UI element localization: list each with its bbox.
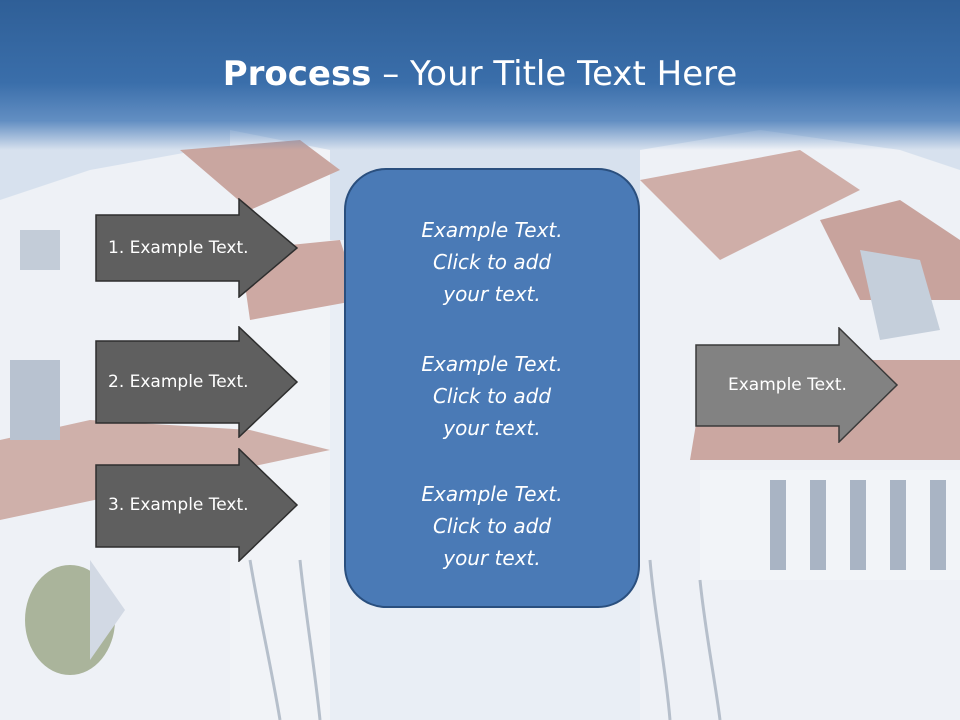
process-step-arrow-2: 2. Example Text.: [95, 326, 299, 438]
center-text-line: Example Text.: [421, 218, 563, 242]
center-text-line: your text.: [443, 546, 541, 570]
center-text-line: your text.: [443, 416, 541, 440]
arrow-label: Example Text.: [728, 375, 847, 395]
slide-title: Process – Your Title Text Here: [0, 52, 960, 96]
process-output-arrow: Example Text.: [695, 327, 899, 443]
arrow-shape: [95, 448, 299, 562]
center-text-block-3: Example Text. Click to add your text.: [346, 478, 638, 574]
center-text-block-2: Example Text. Click to add your text.: [346, 348, 638, 444]
center-text-line: Click to add: [432, 384, 552, 408]
center-text-line: Example Text.: [421, 482, 563, 506]
arrow-shape: [95, 198, 299, 298]
center-text-line: Example Text.: [421, 352, 563, 376]
process-step-arrow-1: 1. Example Text.: [95, 198, 299, 298]
arrow-label: 1. Example Text.: [108, 238, 249, 258]
center-text-line: Click to add: [432, 514, 552, 538]
center-process-box: Example Text. Click to add your text. Ex…: [344, 168, 640, 608]
title-bold: Process: [222, 54, 372, 94]
center-text-line: Click to add: [432, 250, 552, 274]
center-text-block-1: Example Text. Click to add your text.: [346, 214, 638, 310]
arrow-shape: [695, 327, 899, 443]
arrow-label: 2. Example Text.: [108, 372, 249, 392]
center-text-line: your text.: [443, 282, 541, 306]
process-step-arrow-3: 3. Example Text.: [95, 448, 299, 562]
title-band: [0, 0, 960, 150]
title-rest: – Your Title Text Here: [371, 54, 738, 94]
arrow-label: 3. Example Text.: [108, 495, 249, 515]
arrow-shape: [95, 326, 299, 438]
